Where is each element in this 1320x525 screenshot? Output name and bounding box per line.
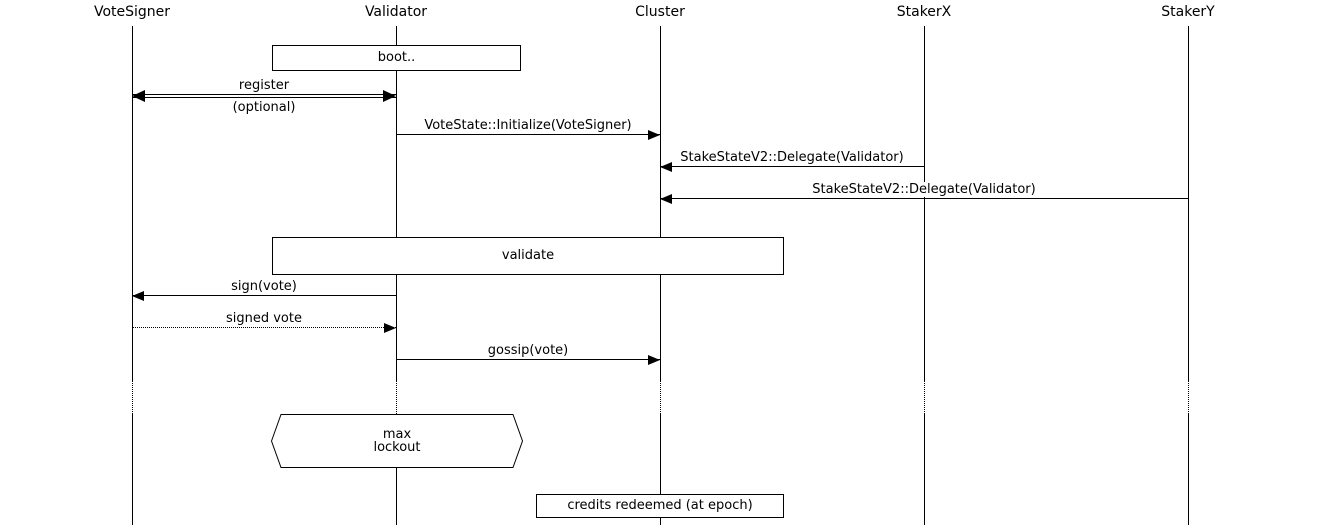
node-validate: validate: [272, 237, 784, 275]
actor-title-cluster: Cluster: [635, 4, 685, 20]
lifeline-votesigner-top: [132, 26, 133, 381]
lifeline-cluster-bottom: [660, 414, 661, 525]
max-lockout-line1: max: [382, 427, 412, 442]
actor-title-votesigner: VoteSigner: [93, 4, 171, 20]
message-gossip-vote-label: gossip(vote): [485, 343, 571, 358]
message-sign-vote-label: sign(vote): [229, 279, 299, 294]
arrowhead-right-icon: [384, 323, 396, 333]
node-max-lockout: [270, 414, 524, 468]
arrowhead-left-icon: [132, 291, 144, 301]
actor-title-stakerx: StakerX: [896, 4, 952, 20]
arrowhead-left-icon: [660, 162, 672, 172]
arrowhead-left-icon: [132, 90, 145, 102]
arrowhead-right-icon: [383, 90, 396, 102]
message-votestate-init-line: [396, 134, 660, 135]
lifeline-stakery-break: [1188, 381, 1189, 414]
lifeline-validator-break: [396, 381, 397, 414]
message-delegate-stakerx-line: [660, 166, 924, 167]
message-signed-vote-label: signed vote: [223, 311, 304, 326]
message-register-note: (optional): [230, 100, 298, 115]
message-votestate-init-label: VoteState::Initialize(VoteSigner): [422, 118, 634, 133]
max-lockout-line2: lockout: [373, 440, 421, 455]
node-max-lockout-text: max lockout: [271, 428, 523, 454]
actor-title-validator: Validator: [364, 4, 428, 20]
message-register-line: [132, 94, 396, 98]
lifeline-stakery-top: [1188, 26, 1189, 381]
lifeline-stakerx-bottom: [924, 414, 925, 525]
message-delegate-stakerx-label: StakeStateV2::Delegate(Validator): [678, 150, 906, 165]
lifeline-cluster-break: [660, 381, 661, 414]
message-sign-vote-line: [132, 295, 396, 296]
message-delegate-stakery-label: StakeStateV2::Delegate(Validator): [810, 182, 1038, 197]
hexagon-icon: [270, 414, 524, 468]
node-credits-redeemed: credits redeemed (at epoch): [536, 494, 784, 518]
message-register-label: register: [236, 78, 292, 93]
node-boot: boot..: [272, 45, 521, 71]
lifeline-stakerx-top: [924, 26, 925, 381]
lifeline-stakerx-break: [924, 381, 925, 414]
message-delegate-stakery-line: [660, 198, 1188, 199]
lifeline-validator-top: [396, 26, 397, 381]
message-signed-vote-line: [132, 327, 396, 328]
arrowhead-left-icon: [660, 194, 672, 204]
lifeline-stakery-bottom: [1188, 414, 1189, 525]
lifeline-votesigner-bottom: [132, 414, 133, 525]
lifeline-validator-bottom: [396, 414, 397, 525]
actor-title-stakery: StakerY: [1161, 4, 1215, 20]
lifeline-votesigner-break: [132, 381, 133, 414]
arrowhead-right-icon: [648, 130, 660, 140]
message-gossip-vote-line: [396, 359, 660, 360]
arrowhead-right-icon: [648, 355, 660, 365]
